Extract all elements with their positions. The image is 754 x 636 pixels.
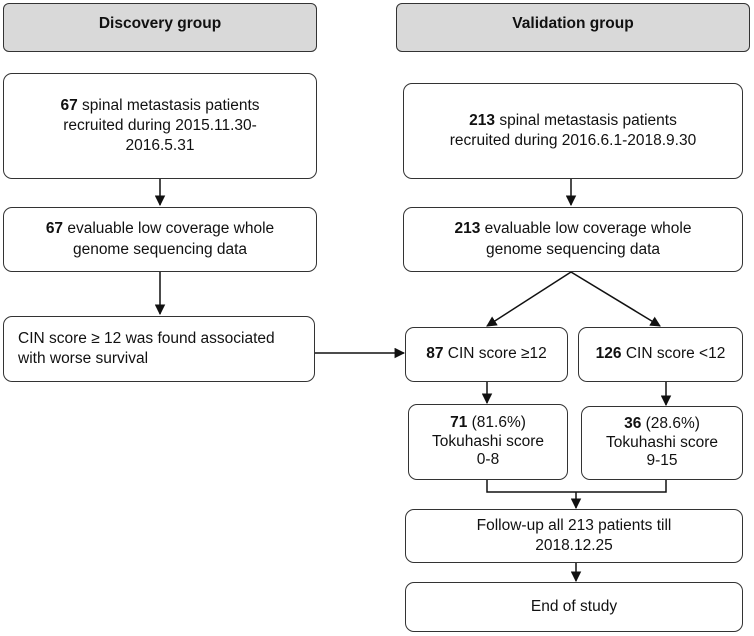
followup-box: Follow-up all 213 patients till 2018.12.… xyxy=(405,509,743,563)
validation-evaluable-line1: evaluable low coverage whole xyxy=(480,220,692,238)
discovery-recruit-line1: spinal metastasis patients xyxy=(77,96,260,114)
discovery-cin-finding-box: CIN score ≥ 12 was found associated with… xyxy=(3,316,315,382)
discovery-recruit-line2: recruited during 2015.11.30- xyxy=(63,116,257,134)
cin-high-count: 87 xyxy=(426,345,444,363)
tok-high-count: 71 xyxy=(450,413,468,431)
cin-low-label: CIN score <12 xyxy=(621,345,726,363)
validation-recruit-line2: recruited during 2016.6.1-2018.9.30 xyxy=(449,132,697,149)
followup-line2: 2018.12.25 xyxy=(535,537,613,554)
tok-low-line3: 9-15 xyxy=(646,452,678,470)
discovery-cin-line2: with worse survival xyxy=(18,350,149,367)
validation-group-title: Validation group xyxy=(512,15,634,32)
discovery-evaluable-line2: genome sequencing data xyxy=(72,240,248,258)
discovery-recruit-box: 67 spinal metastasis patients recruited … xyxy=(3,73,317,179)
cin-high-label: CIN score ≥12 xyxy=(443,345,547,363)
cin-low-count: 126 xyxy=(595,345,622,363)
end-of-study-label: End of study xyxy=(530,597,618,615)
tok-low-pct: (28.6%) xyxy=(641,414,700,432)
validation-recruit-count: 213 xyxy=(469,111,496,129)
validation-group-header: Validation group xyxy=(396,3,750,52)
arrow-evaluable-to-low xyxy=(570,271,661,327)
merge-line xyxy=(486,480,667,493)
tokuhashi-low-box: 36 (28.6%) Tokuhashi score 9-15 xyxy=(581,406,743,480)
tok-low-count: 36 xyxy=(624,414,642,432)
tok-high-line3: 0-8 xyxy=(476,451,500,469)
validation-evaluable-line2: genome sequencing data xyxy=(485,240,661,258)
arrow-evaluable-to-high xyxy=(486,271,572,327)
validation-evaluable-box: 213 evaluable low coverage whole genome … xyxy=(403,207,743,272)
end-of-study-box: End of study xyxy=(405,582,743,632)
discovery-evaluable-line1: evaluable low coverage whole xyxy=(63,220,275,238)
followup-line1: Follow-up all 213 patients till xyxy=(476,516,672,534)
discovery-recruit-count: 67 xyxy=(60,96,78,114)
discovery-group-header: Discovery group xyxy=(3,3,317,52)
discovery-group-title: Discovery group xyxy=(98,15,222,32)
validation-evaluable-count: 213 xyxy=(454,220,481,238)
discovery-cin-line1: CIN score ≥ 12 was found associated xyxy=(18,329,275,347)
tok-high-pct: (81.6%) xyxy=(467,413,526,431)
discovery-evaluable-box: 67 evaluable low coverage whole genome s… xyxy=(3,207,317,272)
tok-high-line2: Tokuhashi score xyxy=(431,432,544,450)
tok-low-line2: Tokuhashi score xyxy=(605,433,718,451)
validation-recruit-box: 213 spinal metastasis patients recruited… xyxy=(403,83,743,179)
cin-high-box: 87 CIN score ≥12 xyxy=(405,327,568,382)
discovery-evaluable-count: 67 xyxy=(45,220,64,238)
cin-low-box: 126 CIN score <12 xyxy=(578,327,743,382)
discovery-recruit-line3: 2016.5.31 xyxy=(125,137,195,155)
tokuhashi-high-box: 71 (81.6%) Tokuhashi score 0-8 xyxy=(408,404,568,480)
validation-recruit-line1: spinal metastasis patients xyxy=(495,111,677,129)
